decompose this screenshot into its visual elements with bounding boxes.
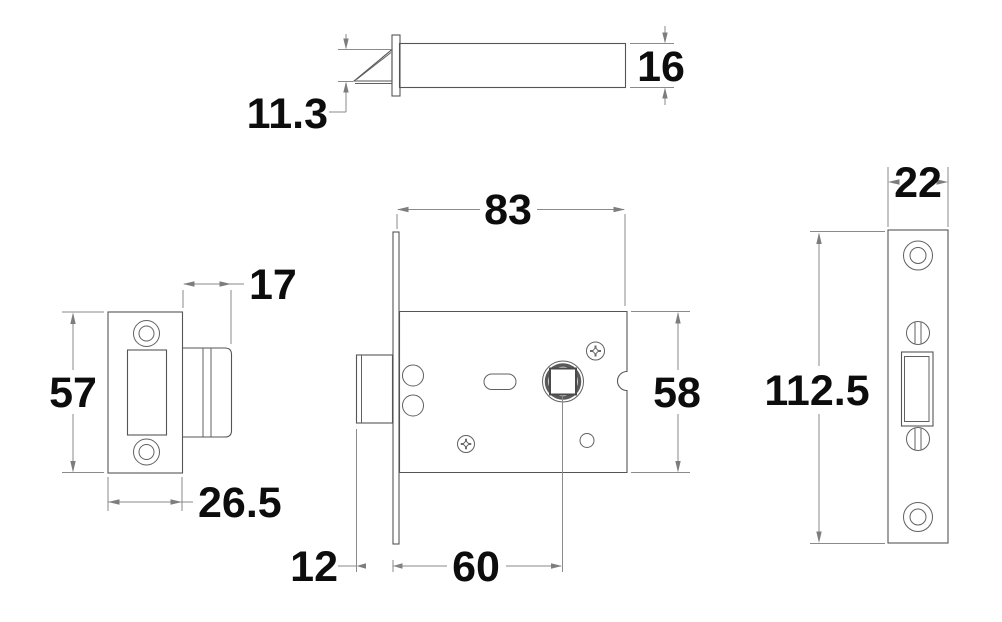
case-hole-small: [579, 433, 595, 448]
dim-case-length: 83: [396, 186, 626, 306]
bolt-bevel: [352, 48, 393, 82]
faceplate-screw-hole-top: [903, 240, 933, 271]
dim-label-backset: 60: [452, 543, 500, 591]
dim-strike-plate-width: 26.5: [107, 477, 282, 527]
faceplate-body: [887, 229, 949, 544]
case-slot: [483, 373, 517, 390]
faceplate-latch-opening: [900, 351, 934, 427]
strike-latch-opening: [126, 349, 168, 436]
dim-faceplate-width: 22: [887, 159, 949, 227]
dim-strike-lip-width: 17: [182, 261, 297, 344]
faceplate-view: 22 112.5: [764, 159, 949, 544]
faceplate-screw-hole-bottom-inner: [909, 508, 927, 526]
dim-strike-height: 57: [49, 311, 104, 473]
dim-label-case-length: 83: [484, 186, 532, 234]
strike-screw-hole-top-inner: [138, 325, 155, 342]
dim-bolt-thickness: 16: [630, 26, 685, 105]
dim-label-case-height: 58: [653, 369, 701, 417]
dim-bolt-bevel: 11.3: [247, 34, 391, 138]
forend-plate-front: [392, 231, 400, 545]
forend-plate-plan: [391, 34, 401, 97]
faceplate-screw-hole-bottom: [903, 502, 933, 532]
strike-plate-lip: [182, 347, 233, 438]
latch-bolt-face: [904, 356, 930, 422]
strike-screw-hole-top: [133, 320, 160, 347]
dim-label-faceplate-height: 112.5: [764, 367, 869, 415]
bolt-plan-view: 11.3 16: [247, 26, 685, 138]
latch-bolt-side: [355, 354, 394, 424]
strike-plate-view: 57 17 26.5: [49, 261, 297, 527]
slotted-screw: [906, 321, 930, 345]
dim-label-strike-plate-width: 26.5: [198, 479, 282, 527]
lock-case: [398, 310, 628, 474]
dim-faceplate-height: 112.5: [764, 231, 885, 544]
faceplate-screw-hole-top-inner: [909, 247, 927, 264]
strike-screw-hole-bottom: [133, 438, 160, 466]
dim-label-faceplate-width: 22: [894, 159, 942, 207]
case-hole: [402, 394, 424, 417]
bolt-bevel-inner-edge: [356, 52, 392, 80]
bolt-body-plan: [398, 42, 627, 89]
phillips-screw: [457, 435, 475, 453]
dim-case-height: 58: [631, 311, 701, 473]
strike-plate-body: [107, 311, 184, 474]
spindle-follower: [542, 360, 584, 403]
phillips-screw: [586, 341, 605, 361]
strike-screw-hole-bottom-inner: [138, 444, 155, 460]
dim-label-strike-lip-width: 17: [249, 261, 297, 309]
dim-label-bolt-bevel: 11.3: [247, 90, 328, 138]
spindle-square-hole: [549, 367, 577, 396]
dim-bolt-projection-and-backset: 12 60: [290, 395, 563, 591]
slotted-screw: [906, 427, 930, 451]
case-hole: [402, 364, 424, 387]
dim-label-bolt-thickness: 16: [637, 43, 685, 91]
dim-label-bolt-projection: 12: [290, 543, 338, 591]
dim-label-strike-height: 57: [49, 369, 97, 417]
lock-body-view: 83 58 12 60: [290, 186, 701, 591]
